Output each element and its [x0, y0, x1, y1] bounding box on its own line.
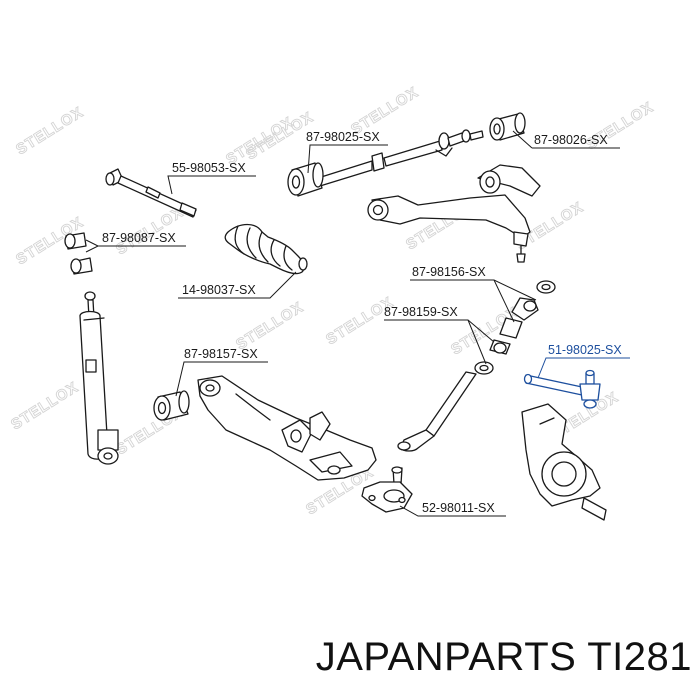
- part-number: TI281: [587, 635, 692, 679]
- leader-lines: [85, 130, 630, 517]
- shock-absorber: [79, 291, 119, 465]
- watermark-text: STELLOX: [13, 104, 87, 159]
- label-87-98157: 87-98157-SX: [184, 347, 258, 361]
- bushing-87-98025: [287, 162, 324, 197]
- label-55-98053: 55-98053-SX: [172, 161, 246, 175]
- upper-control-arm: [367, 164, 541, 263]
- label-51-98025: 51-98025-SX: [548, 343, 622, 357]
- label-52-98011: 52-98011-SX: [422, 501, 495, 515]
- brand-name: JAPANPARTS: [315, 635, 577, 679]
- leader-87-98025: [307, 144, 388, 174]
- label-87-98087: 87-98087-SX: [102, 231, 176, 245]
- label-14-98037: 14-98037-SX: [182, 283, 256, 297]
- leader-87-98087-b: [85, 239, 99, 247]
- watermark-text: STELLOX: [8, 379, 82, 434]
- bushings-87-98156: [511, 280, 556, 321]
- watermark-text: STELLOX: [233, 299, 307, 354]
- bushings-87-98159: [489, 317, 523, 355]
- part-labels: 87-98025-SX 87-98026-SX 55-98053-SX 87-9…: [102, 130, 622, 515]
- steering-knuckle: [521, 403, 607, 521]
- leader-87-98156: [410, 279, 537, 301]
- bushing-87-98026: [489, 112, 526, 141]
- steering-boot-14-98037: [224, 223, 308, 275]
- leader-55-98053: [167, 175, 256, 195]
- strut-rod: [397, 361, 494, 452]
- watermark-text: STELLOX: [323, 294, 397, 349]
- label-87-98159: 87-98159-SX: [384, 305, 458, 319]
- tie-rod-55-98053: [105, 168, 197, 218]
- lower-control-arm: [197, 375, 377, 481]
- label-87-98156: 87-98156-SX: [412, 265, 486, 279]
- leader-51-98025: [537, 357, 630, 379]
- bushing-87-98157: [153, 390, 190, 421]
- product-caption: JAPANPARTS TI281: [0, 635, 692, 680]
- leader-87-98159-b: [467, 319, 487, 365]
- ball-joint-52-98011: [361, 466, 413, 513]
- leader-87-98157: [175, 361, 268, 397]
- leader-14-98037: [178, 271, 297, 299]
- stabilizer-link-51-98025: [523, 369, 601, 409]
- leader-87-98026: [512, 130, 533, 149]
- label-87-98026: 87-98026-SX: [534, 133, 608, 147]
- bushings-87-98087: [64, 232, 93, 275]
- leader-52-98011: [399, 505, 506, 517]
- upper-arm-shaft: [317, 129, 484, 187]
- label-87-98025: 87-98025-SX: [306, 130, 380, 144]
- leader-87-98156-b: [493, 279, 515, 323]
